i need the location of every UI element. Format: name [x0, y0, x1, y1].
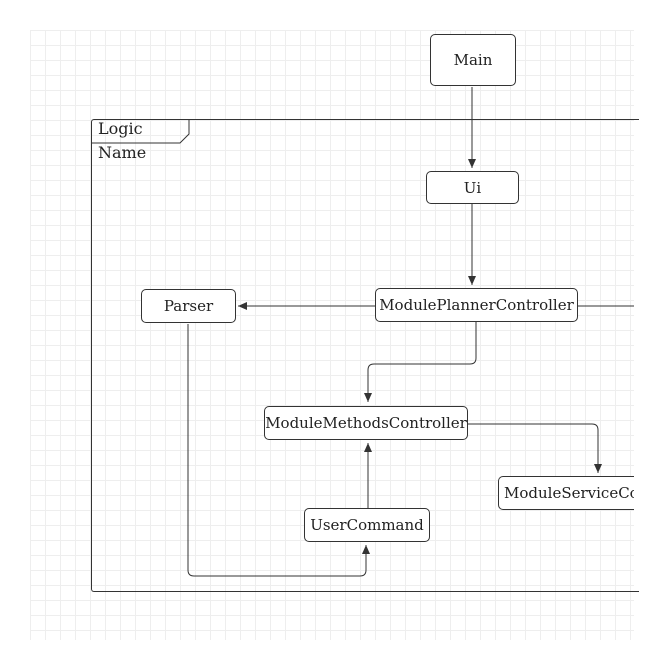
frame-tab-outline	[91, 119, 190, 144]
node-parser[interactable]: Parser	[141, 289, 236, 323]
grid-background	[30, 30, 634, 640]
node-user-command[interactable]: UserCommand	[304, 508, 430, 542]
connector-planner-methods	[364, 322, 477, 402]
node-ui[interactable]: Ui	[426, 171, 519, 204]
connector-methods-service	[468, 423, 602, 473]
frame-label-name: Name	[98, 143, 147, 162]
node-module-service-controller[interactable]: ModuleServiceCo	[498, 476, 634, 510]
logic-frame[interactable]	[91, 119, 639, 592]
node-module-methods-controller[interactable]: ModuleMethodsController	[264, 406, 468, 440]
node-main[interactable]: Main	[430, 34, 516, 86]
node-module-planner-controller[interactable]: ModulePlannerController	[375, 288, 578, 322]
frame-label-logic: Logic	[98, 119, 143, 138]
connector-parser-usercommand	[187, 324, 370, 577]
